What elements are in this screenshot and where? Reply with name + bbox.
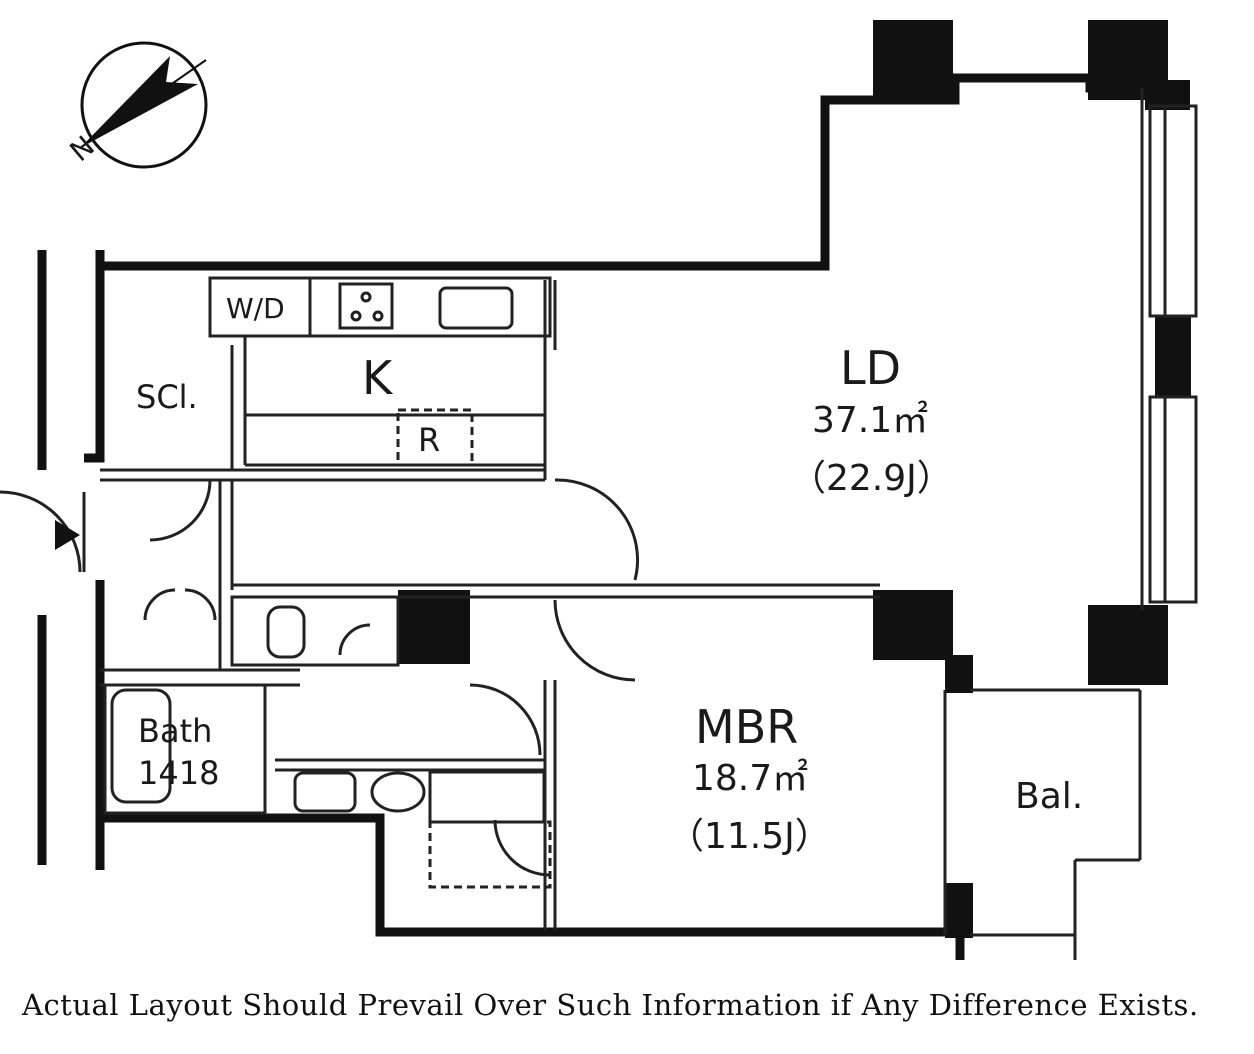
bath-label: Bath <box>138 712 212 750</box>
ld-area-label: 37.1㎡ <box>812 399 928 441</box>
balcony-label: Bal. <box>1015 776 1083 817</box>
interior-walls <box>100 276 1142 960</box>
structural-columns <box>398 20 1191 938</box>
closet-label: SCl. <box>136 378 198 416</box>
mbr-name-label: MBR <box>695 700 798 754</box>
floor-plan: N <box>0 20 1198 960</box>
ld-jo-label: （22.9J） <box>790 458 953 499</box>
north-arrow-icon <box>80 56 198 148</box>
ld-name-label: LD <box>840 341 901 395</box>
bath-fixtures <box>110 605 552 889</box>
disclaimer-text: Actual Layout Should Prevail Over Such I… <box>22 988 1199 1022</box>
compass: N <box>64 41 208 169</box>
mbr-area-label: 18.7㎡ <box>692 757 808 799</box>
bath-size-label: 1418 <box>138 754 219 792</box>
mbr-jo-label: （11.5J） <box>668 816 831 857</box>
washer-dryer-label: W/D <box>226 292 285 325</box>
kitchen-fixtures <box>338 282 514 467</box>
kitchen-label: K <box>362 351 394 405</box>
exterior-walls <box>37 73 1145 960</box>
entrance-arrow-icon <box>55 520 80 550</box>
refrigerator-label: R <box>418 421 440 459</box>
doors <box>0 478 640 877</box>
windows <box>1140 88 1198 610</box>
